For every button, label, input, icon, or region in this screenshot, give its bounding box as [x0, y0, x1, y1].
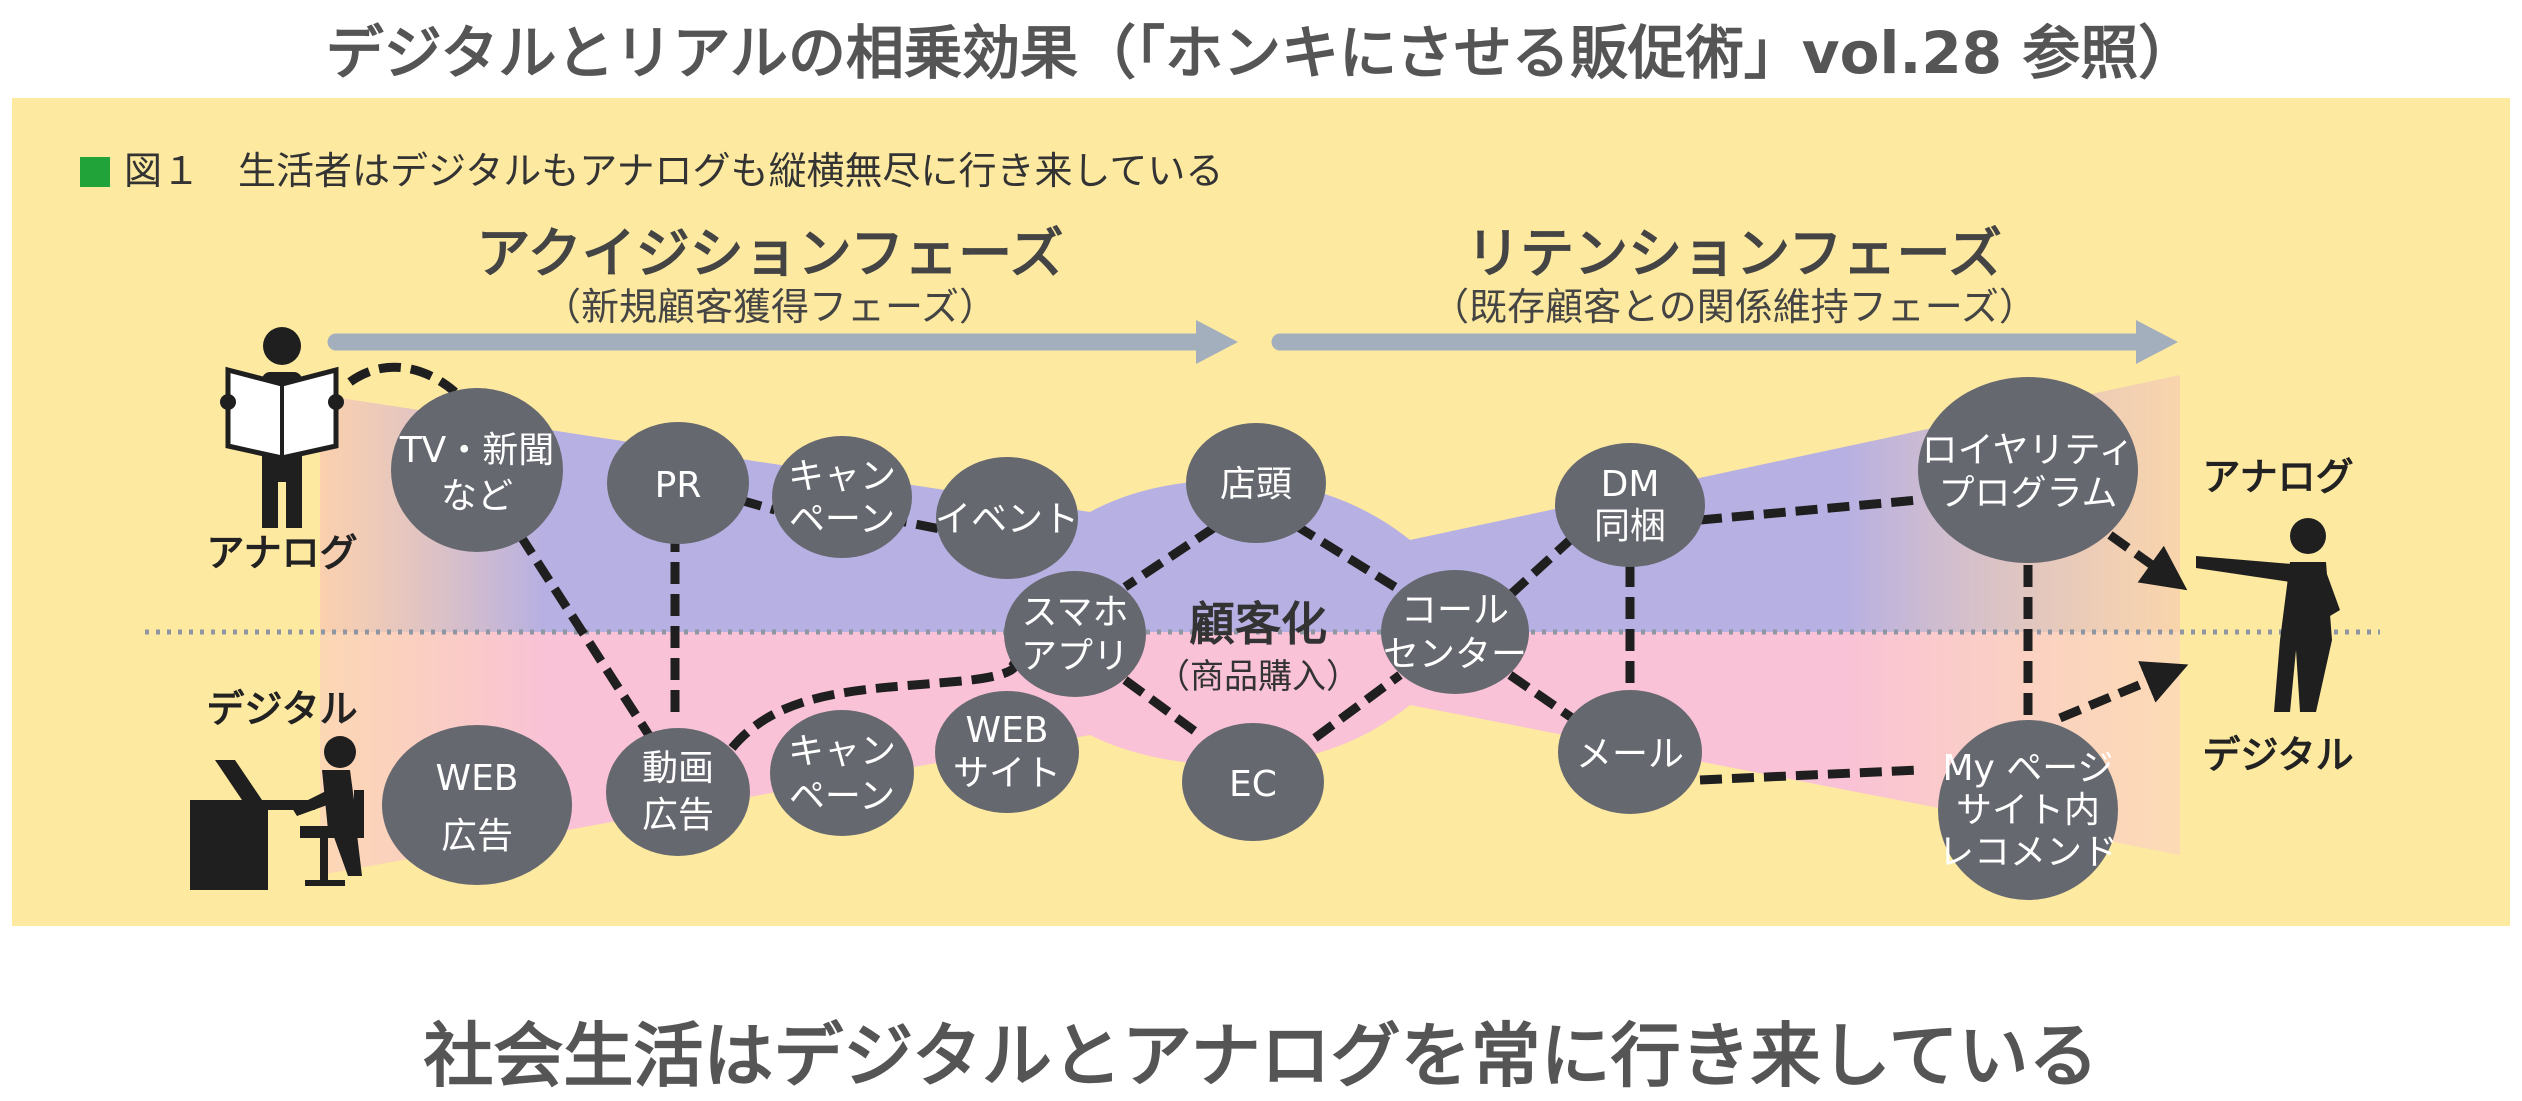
computer-user-icon: [190, 736, 364, 890]
node-loyalty: [1918, 377, 2138, 563]
node-tv: [391, 388, 563, 552]
node-video-ad: [606, 728, 750, 856]
node-ec: [1182, 723, 1324, 841]
analog-label-right: アナログ: [2202, 455, 2353, 499]
channel-nodes: [382, 377, 2138, 900]
acquisition-phase-subtitle: （新規顧客獲得フェーズ）: [543, 285, 997, 329]
node-labels: TV・新聞など PR キャンペーン イベント 店頭 スマホアプリ コールセンター…: [399, 430, 2135, 873]
node-event-label: イベント: [935, 499, 1079, 540]
link-ec-call-center: [1312, 671, 1403, 742]
digital-label-right: デジタル: [2202, 733, 2353, 777]
acquisition-phase-arrow: [327, 320, 1238, 364]
link-pr-campaign: [738, 495, 777, 515]
node-tv-label: TV・新聞など: [399, 430, 555, 517]
link-mypage-digital-person: [2058, 661, 2189, 723]
node-event: [936, 457, 1078, 579]
node-store-label: 店頭: [1220, 464, 1292, 505]
link-store-call-center: [1292, 521, 1398, 591]
node-campaign-bottom: [770, 710, 914, 836]
link-store-smartphone: [1122, 523, 1218, 591]
node-web-ad: [382, 725, 572, 885]
node-loyalty-label: ロイヤリティプログラム: [1922, 430, 2135, 514]
node-dm: [1555, 443, 1705, 567]
newspaper-reader-icon: [220, 327, 344, 528]
node-mypage: [1938, 720, 2118, 900]
node-call-center: [1381, 570, 1529, 694]
node-campaign-top: [772, 436, 912, 558]
link-analog-person-tv: [347, 362, 458, 396]
link-smartphone-ec: [1122, 676, 1203, 739]
page-title: デジタルとリアルの相乗効果（「ホンキにさせる販促術」vol.28 参照）: [325, 19, 2197, 87]
digital-label-left: デジタル: [206, 687, 357, 731]
node-mail: [1558, 690, 1702, 814]
legend-square: [80, 157, 110, 187]
node-mypage-label: My ページサイト内レコメンド: [1938, 748, 2118, 873]
node-campaign-bottom-label: キャンペーン: [788, 731, 896, 817]
figure-caption: 図１ 生活者はデジタルもアナログも縦横無尽に行き来している: [124, 149, 1223, 193]
node-mail-label: メール: [1576, 734, 1684, 775]
connections: [347, 362, 2189, 785]
node-video-ad-label: 動画広告: [642, 748, 714, 836]
node-pr: [607, 422, 749, 544]
bottom-caption: 社会生活はデジタルとアナログを常に行き来している: [423, 1015, 2099, 1097]
node-ec-label: EC: [1229, 764, 1277, 805]
link-call-center-mail: [1507, 671, 1578, 724]
node-campaign-top-label: キャンペーン: [788, 456, 896, 540]
node-website: [935, 691, 1079, 813]
node-call-center-label: コールセンター: [1383, 590, 1527, 675]
acquisition-phase-title: アクイジションフェーズ: [477, 222, 1064, 285]
link-dm-loyalty: [1699, 495, 1919, 525]
node-smartphone-label: スマホアプリ: [1021, 592, 1129, 677]
pointing-person-icon: [2196, 518, 2340, 712]
retention-phase-arrow: [1271, 320, 2178, 364]
analog-label-left: アナログ: [206, 531, 357, 575]
link-loyalty-analog-person: [2107, 531, 2188, 591]
link-video-ad-smartphone: [728, 656, 1020, 751]
node-smartphone: [1004, 571, 1146, 697]
node-store: [1186, 423, 1326, 543]
center-title: 顧客化: [1189, 597, 1327, 651]
center-subtitle: （商品購入）: [1156, 657, 1360, 697]
retention-phase-subtitle: （既存顧客との関係維持フェーズ）: [1431, 285, 2037, 329]
link-call-center-dm: [1506, 536, 1574, 599]
node-pr-label: PR: [655, 465, 702, 506]
link-tv-video-ad: [516, 532, 656, 743]
link-mail-mypage: [1699, 765, 1921, 785]
retention-phase-title: リテンションフェーズ: [1466, 222, 2002, 285]
